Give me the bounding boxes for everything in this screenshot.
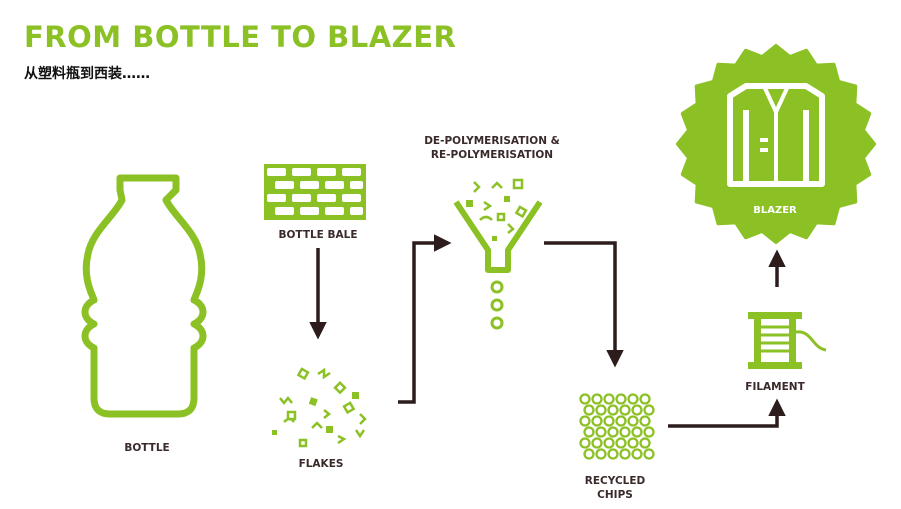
polymer-label-line1: DE-POLYMERISATION & (424, 135, 560, 147)
bale-cell (275, 207, 294, 215)
chip (627, 393, 639, 405)
bale-cell (350, 207, 363, 215)
bale-icon (264, 164, 366, 220)
polymer-label: DE-POLYMERISATION & RE-POLYMERISATION (424, 134, 560, 162)
bale-cell (292, 194, 311, 202)
chips-label-line2: CHIPS (597, 489, 633, 501)
blazer-label: BLAZER (753, 205, 797, 216)
chip (595, 448, 607, 460)
chip (643, 448, 655, 460)
chip (603, 437, 615, 449)
bale-cell (342, 168, 361, 176)
chip (591, 415, 603, 427)
spool-icon (748, 312, 827, 369)
polymer-label-line2: RE-POLYMERISATION (430, 149, 554, 161)
page-subtitle: 从塑料瓶到西装…… (24, 66, 150, 82)
chip (631, 404, 643, 416)
chip (619, 448, 631, 460)
chip (619, 426, 631, 438)
bale-cell (300, 181, 319, 189)
chips-icon (579, 393, 655, 460)
chip (631, 426, 643, 438)
chip (579, 437, 591, 449)
chip (607, 426, 619, 438)
chip (579, 393, 591, 405)
arrow-polymer-to-chips (544, 241, 624, 368)
chips-label-line1: RECYCLED (584, 475, 646, 487)
chip (583, 448, 595, 460)
bale-cell (292, 168, 311, 176)
arrow-flakes-to-polymer (398, 234, 452, 404)
bale-cell (267, 194, 286, 202)
bale-label: BOTTLE BALE (278, 229, 358, 241)
chip (583, 426, 595, 438)
chip (603, 415, 615, 427)
bale-cell (342, 194, 361, 202)
chip (639, 437, 651, 449)
bottle-icon (81, 174, 207, 418)
blazer-badge (676, 44, 876, 244)
chip (631, 448, 643, 460)
chip (643, 426, 655, 438)
chip (615, 393, 627, 405)
chip (603, 393, 615, 405)
bale-cell (325, 181, 344, 189)
chip (595, 426, 607, 438)
arrow-chips-to-filament (668, 398, 786, 428)
chip (639, 415, 651, 427)
chip (607, 448, 619, 460)
page-title: FROM BOTTLE TO BLAZER (24, 20, 457, 54)
flakes-label: FLAKES (298, 458, 344, 470)
chip (579, 415, 591, 427)
funnel-icon (453, 178, 543, 330)
chip (643, 404, 655, 416)
bale-cell (300, 207, 319, 215)
bale-cell (325, 207, 344, 215)
bale-cell (275, 181, 294, 189)
chip (619, 404, 631, 416)
bottle-label: BOTTLE (124, 442, 170, 454)
chip (607, 404, 619, 416)
chip (595, 404, 607, 416)
chip (615, 415, 627, 427)
bale-cell (267, 168, 286, 176)
chip (583, 404, 595, 416)
blazer-icon (727, 83, 825, 187)
chip (615, 437, 627, 449)
chip (591, 393, 603, 405)
chip (627, 415, 639, 427)
flakes-icon (272, 367, 367, 448)
chips-label: RECYCLED CHIPS (585, 474, 645, 502)
chip (591, 437, 603, 449)
bale-cell (317, 194, 336, 202)
chip (639, 393, 651, 405)
chip (627, 437, 639, 449)
bale-cell (350, 181, 363, 189)
filament-label: FILAMENT (745, 381, 805, 393)
bale-cell (317, 168, 336, 176)
